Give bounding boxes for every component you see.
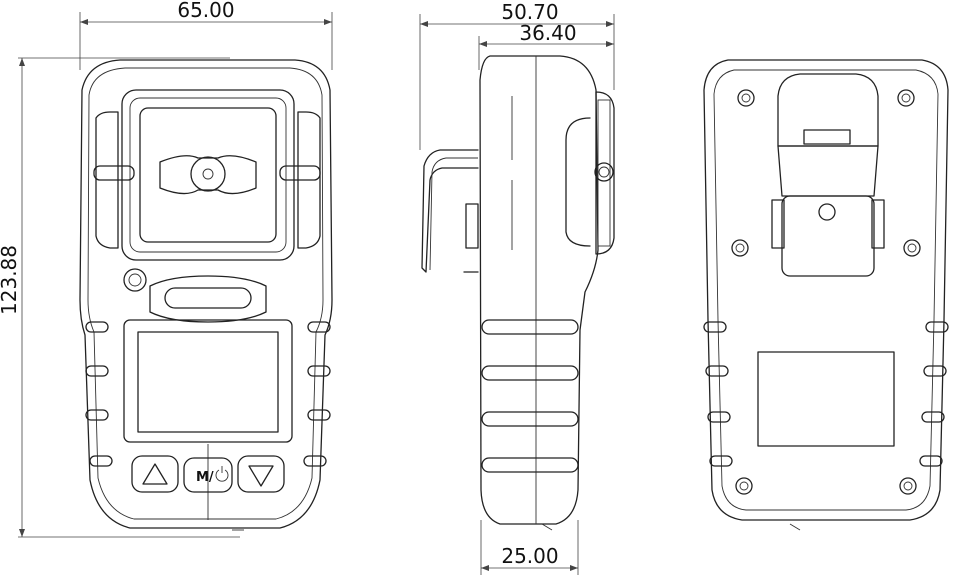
back-outer-body <box>703 59 949 521</box>
mode-power-button[interactable]: M/ <box>183 457 233 493</box>
back-label-area <box>757 351 895 447</box>
side-screw-icon <box>594 162 614 182</box>
dim-front-width: 65.00 <box>177 0 234 22</box>
back-screws <box>731 89 921 495</box>
side-view <box>421 55 615 531</box>
front-clip-frame <box>121 89 295 261</box>
front-sensor-window <box>164 287 252 309</box>
front-display-bezel <box>123 319 293 443</box>
back-belt-clip <box>777 73 879 147</box>
back-view <box>703 59 949 531</box>
front-view: M/ <box>79 59 333 531</box>
dim-side-body-depth: 36.40 <box>519 21 576 45</box>
front-outer-body <box>79 59 333 529</box>
dim-front-height: 123.88 <box>0 245 21 315</box>
back-clip-screw-icon <box>818 203 836 221</box>
up-button[interactable] <box>131 455 179 493</box>
triangle-up-icon <box>142 463 168 485</box>
power-icon <box>215 466 229 482</box>
dim-side-grip-width: 25.00 <box>501 544 558 568</box>
dim-side-total-depth: 50.70 <box>501 0 558 24</box>
side-body <box>479 55 599 525</box>
front-wing-nut <box>159 155 257 195</box>
side-clip <box>421 149 479 273</box>
down-button[interactable] <box>237 455 285 493</box>
dimension-lines <box>18 12 615 575</box>
triangle-down-icon <box>248 465 274 487</box>
mode-power-label: M/ <box>196 470 214 485</box>
front-screw-icon <box>123 268 147 292</box>
front-display-screen <box>137 331 279 433</box>
